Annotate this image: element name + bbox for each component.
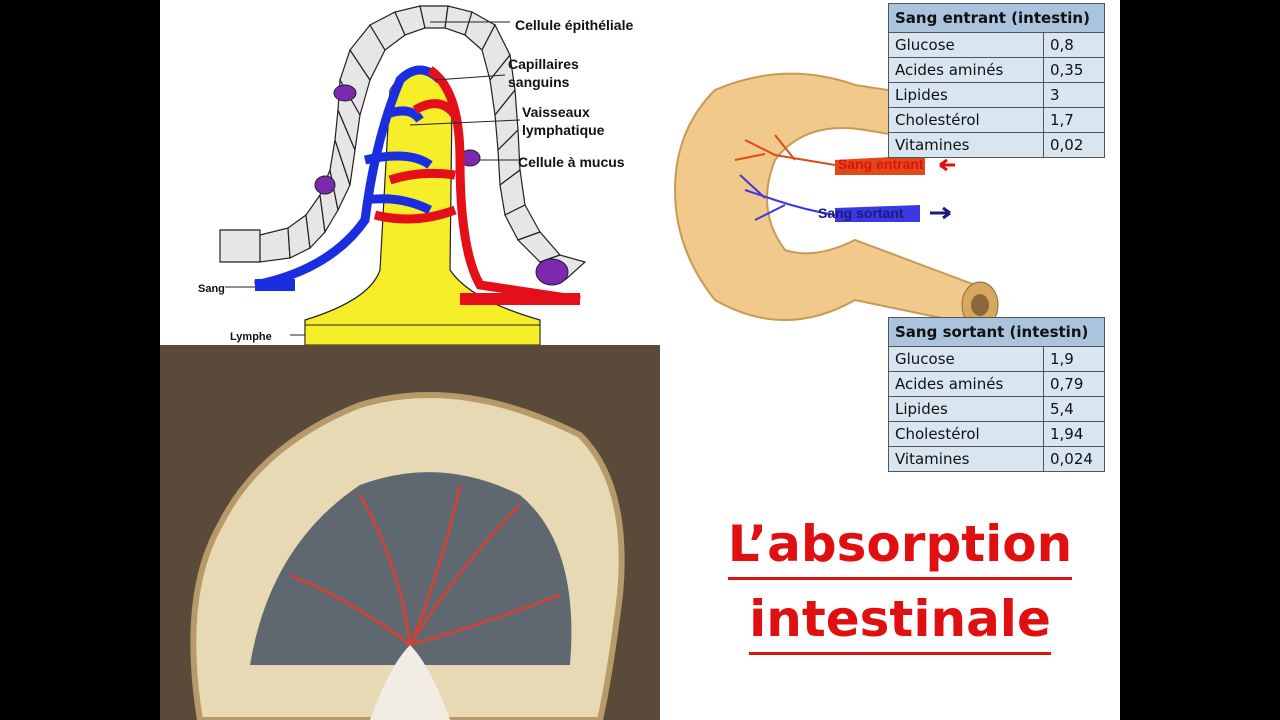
table-row: Lipides 3 — [889, 83, 1104, 108]
label-blood: Sang — [198, 283, 225, 295]
label-mucus-cell: Cellule à mucus — [518, 154, 625, 170]
villus-diagram — [219, 5, 587, 345]
label-blood-in: Sang entrant — [838, 156, 924, 172]
table-blood-out: Sang sortant (intestin) Glucose 1,9 Acide… — [888, 317, 1105, 472]
table-row: Vitamines 0,024 — [889, 447, 1104, 471]
table-row: Vitamines 0,02 — [889, 133, 1104, 157]
lymph-tube — [304, 324, 541, 345]
table-cell-name: Lipides — [889, 83, 1044, 107]
table-row: Glucose 1,9 — [889, 347, 1104, 372]
table-row: Lipides 5,4 — [889, 397, 1104, 422]
table-blood-out-header: Sang sortant (intestin) — [889, 318, 1104, 347]
intestine-photo — [160, 345, 660, 720]
table-blood-in: Sang entrant (intestin) Glucose 0,8 Acide… — [888, 3, 1105, 158]
table-cell-value: 1,9 — [1050, 350, 1074, 368]
table-cell-name: Acides aminés — [889, 58, 1044, 82]
table-cell-name: Cholestérol — [889, 108, 1044, 132]
table-cell-value: 1,7 — [1050, 111, 1074, 129]
vein — [254, 65, 444, 290]
table-cell-name: Lipides — [889, 397, 1044, 421]
table-cell-value: 3 — [1050, 86, 1060, 104]
artery-branches — [734, 134, 836, 166]
title-line-1: L’absorption — [727, 511, 1073, 580]
table-cell-name: Vitamines — [889, 133, 1044, 157]
mucus-cells — [314, 84, 569, 286]
table-row: Acides aminés 0,35 — [889, 58, 1104, 83]
table-cell-name: Glucose — [889, 33, 1044, 57]
table-row: Cholestérol 1,94 — [889, 422, 1104, 447]
label-epithelial-cell: Cellule épithéliale — [515, 17, 634, 33]
table-cell-name: Glucose — [889, 347, 1044, 371]
table-cell-value: 0,8 — [1050, 36, 1074, 54]
table-cell-value: 5,4 — [1050, 400, 1074, 418]
title-line-2: intestinale — [749, 586, 1051, 655]
label-blood-out: Sang sortant — [818, 205, 904, 221]
slide-title: L’absorption intestinale — [680, 508, 1120, 658]
vein-tube — [255, 279, 295, 291]
table-cell-value: 0,35 — [1050, 61, 1084, 79]
artery-tube — [460, 293, 580, 305]
slide: Cellule épithéliale Capillaires sanguins… — [160, 0, 1120, 720]
table-blood-in-header: Sang entrant (intestin) — [889, 4, 1104, 33]
table-cell-value: 1,94 — [1050, 425, 1084, 443]
table-cell-name: Cholestérol — [889, 422, 1044, 446]
table-cell-name: Vitamines — [889, 447, 1044, 471]
label-lymph-vessels: Vaisseaux lymphatique — [522, 104, 605, 138]
table-cell-value: 0,79 — [1050, 375, 1084, 393]
vein-branches — [739, 174, 836, 221]
table-cell-value: 0,02 — [1050, 136, 1084, 154]
table-cell-value: 0,024 — [1050, 450, 1093, 468]
artery — [373, 66, 581, 305]
table-row: Acides aminés 0,79 — [889, 372, 1104, 397]
label-lymph: Lymphe — [230, 331, 272, 343]
table-cell-name: Acides aminés — [889, 372, 1044, 396]
table-row: Glucose 0,8 — [889, 33, 1104, 58]
table-row: Cholestérol 1,7 — [889, 108, 1104, 133]
label-capillaries: Capillaires sanguins — [508, 56, 579, 90]
leader-lines — [225, 21, 521, 336]
